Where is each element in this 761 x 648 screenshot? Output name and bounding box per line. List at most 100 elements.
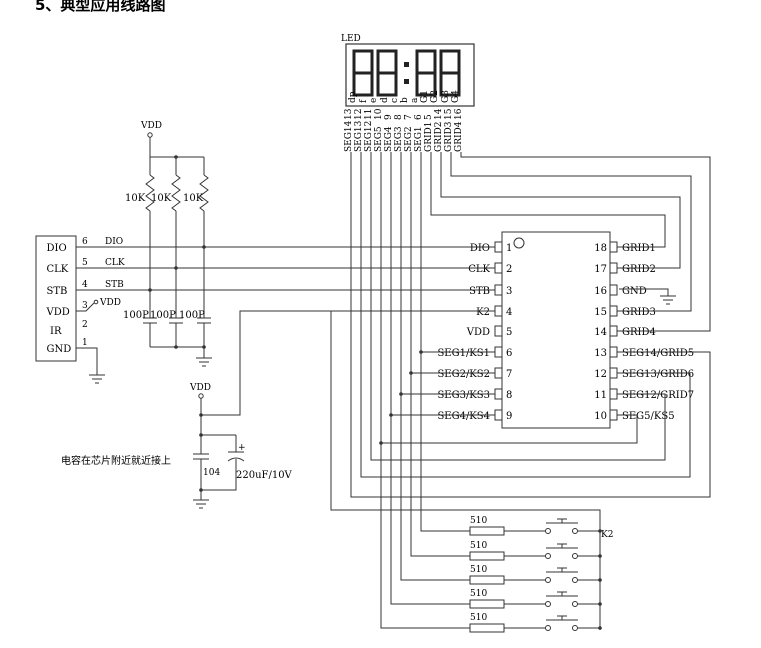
chip-pin-right xyxy=(609,284,618,296)
connector-pin-name: STB xyxy=(47,286,68,297)
chip-pin-left-label: CLK xyxy=(468,264,490,275)
cap-104-label: 104 xyxy=(203,468,220,478)
chip-pin-left-label: SEG3/KS3 xyxy=(437,390,490,401)
connector-pin-name: IR xyxy=(50,326,62,337)
chip-pin-right xyxy=(609,346,618,358)
chip-pin-right-label: GRID4 xyxy=(622,327,656,338)
led-pin-letter: c xyxy=(390,98,400,103)
connector-pin-name: DIO xyxy=(47,243,67,254)
pullup-resistor-label: 10K xyxy=(125,193,146,204)
led-pin-letter: G1 xyxy=(420,90,430,103)
small-cap-label: 100P xyxy=(123,310,149,321)
led-label: LED xyxy=(341,34,361,44)
digit-3 xyxy=(415,49,437,97)
led-pin-number: 8 xyxy=(394,114,404,120)
led-seg-label: GRID3 xyxy=(444,121,454,152)
led-seg-label: GRID2 xyxy=(434,122,444,152)
key-resistor xyxy=(469,599,505,609)
chip-pin-left-number: 1 xyxy=(506,243,512,254)
key-resistor-label: 510 xyxy=(470,516,487,526)
chip-pin-left xyxy=(494,325,503,337)
key-contact xyxy=(545,577,551,583)
connector-pin-number: 4 xyxy=(82,280,88,290)
led-pin-number: 15 xyxy=(444,108,454,120)
led-pin-letter: b xyxy=(400,97,410,103)
small-cap-label: 100P xyxy=(150,310,176,321)
chip-pin-right-number: 18 xyxy=(594,243,607,254)
chip-pin-right xyxy=(609,305,618,317)
chip-pin-right xyxy=(609,409,618,421)
led-pin-letter: d xyxy=(380,97,390,103)
chip-pin-right-number: 11 xyxy=(594,390,607,401)
connector-pin-number: 3 xyxy=(82,301,88,311)
chip-pin-left-number: 8 xyxy=(506,390,512,401)
connector-pin-number: 6 xyxy=(82,237,88,247)
led-pin-number: 16 xyxy=(454,108,464,120)
led-pin-letter: G3 xyxy=(441,90,451,103)
chip-pin-left-number: 7 xyxy=(506,369,512,380)
connector-pin-net: DIO xyxy=(105,237,123,247)
bus-wires xyxy=(76,245,495,292)
chip-pin-right-number: 12 xyxy=(594,369,607,380)
chip-pin-right-number: 13 xyxy=(594,348,607,359)
connector-pin-number: 1 xyxy=(82,338,88,348)
k2-label: K2 xyxy=(601,530,613,540)
pullup-resistor-label: 10K xyxy=(183,193,204,204)
digit-4 xyxy=(439,49,461,97)
led-pin-letter: e xyxy=(369,98,379,103)
chip-pin-right xyxy=(609,367,618,379)
key-contact xyxy=(572,625,578,631)
chip-pin-right xyxy=(609,325,618,337)
key-contact xyxy=(572,601,578,607)
led-pin-number: 7 xyxy=(404,114,414,120)
chip-pin-right-number: 16 xyxy=(594,286,607,297)
connector-pin-name: CLK xyxy=(47,264,69,275)
led-pin-number: 12 xyxy=(354,109,364,120)
led-pin-letter: dp xyxy=(348,91,358,103)
chip-pin-right-label: SEG5/KS5 xyxy=(622,411,675,422)
chip-pin-left xyxy=(494,388,503,400)
chip-pin-right-number: 10 xyxy=(594,411,607,422)
led-pin-number: 9 xyxy=(384,114,394,120)
led-seg-label: SEG12 xyxy=(364,121,374,152)
chip-pin-right-label: SEG13/GRID6 xyxy=(622,369,694,380)
chip-pin-right xyxy=(609,262,618,274)
chip-pin-left xyxy=(494,284,503,296)
connector-pin-number: 5 xyxy=(82,258,88,268)
key-contact xyxy=(545,528,551,534)
led-pin-number: 6 xyxy=(414,114,424,120)
led-pin-number: 14 xyxy=(434,108,444,120)
chip-pin-left xyxy=(494,367,503,379)
chip-pin-left-number: 2 xyxy=(506,264,512,275)
chip-pin-right-number: 14 xyxy=(594,327,607,338)
chip-pin-left-number: 6 xyxy=(506,348,512,359)
key-contact xyxy=(572,553,578,559)
key-resistor xyxy=(469,575,505,585)
chip-pin-left-number: 9 xyxy=(506,411,512,422)
key-contact xyxy=(572,577,578,583)
chip-pin-right-label: SEG14/GRID5 xyxy=(622,348,694,359)
led-seg-label: SEG3 xyxy=(394,126,404,152)
page-title: 5、典型应用线路图 xyxy=(35,0,166,14)
led-seg-label: SEG1 xyxy=(414,126,424,152)
led-pin-letter: a xyxy=(410,97,420,103)
led-pin-number: 10 xyxy=(374,108,384,120)
cap-electrolytic-label: 220uF/10V xyxy=(236,470,293,481)
led-pin-number: 5 xyxy=(424,114,434,120)
chip-pin-left-label: SEG1/KS1 xyxy=(437,348,490,359)
led-pin-letter: G4 xyxy=(451,90,461,103)
chip-pin-right-label: GRID1 xyxy=(622,243,656,254)
connector-pin-name: VDD xyxy=(46,307,70,318)
key-contact xyxy=(545,601,551,607)
led-seg-label: SEG2 xyxy=(404,126,414,152)
digit-2 xyxy=(376,49,398,97)
led-pin-number: 11 xyxy=(364,109,374,120)
power-caps: VDD 104 + 220uF/10V 电容在芯片附近就近接上 xyxy=(61,310,495,509)
chip-pin-right-label: GRID2 xyxy=(622,264,656,275)
digit-1 xyxy=(352,49,374,97)
